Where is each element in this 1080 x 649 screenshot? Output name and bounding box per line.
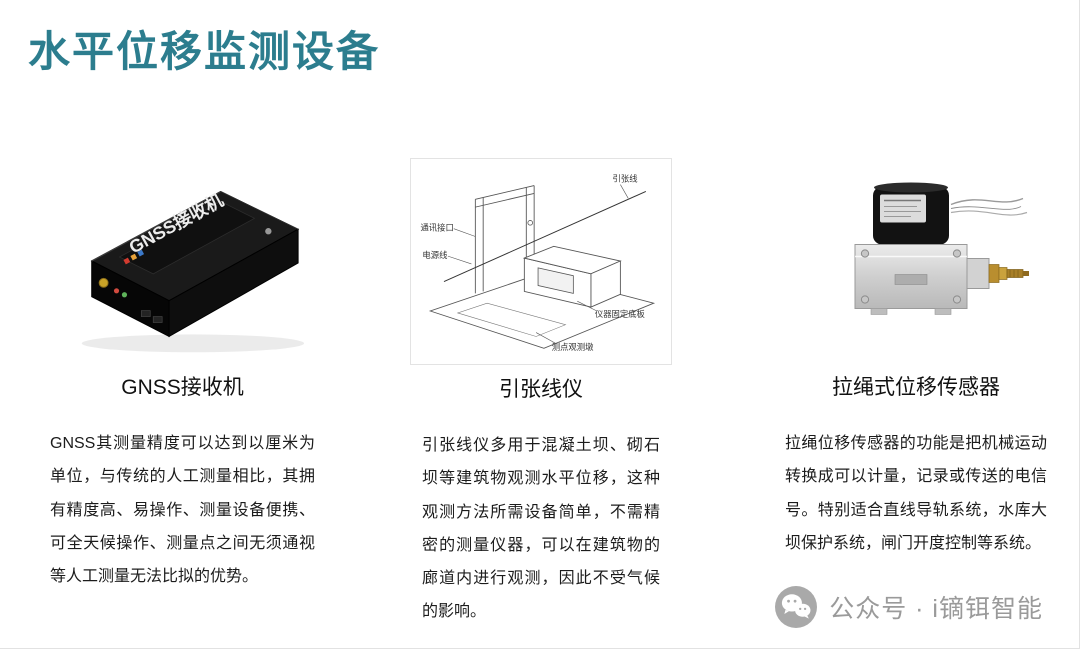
product-title-pull-wire: 拉绳式位移传感器 <box>832 376 1000 399</box>
diagram-label: 引张线 <box>613 173 639 183</box>
tension-wire-diagram: 通讯接口 电源线 引张线 仪器固定底板 测点观测墩 <box>420 173 656 352</box>
wechat-label: 公众号 · i镝铒智能 <box>829 595 1043 623</box>
product-card-gnss: GNSS接收机 GNSS接收机 GNSS其测量精度可以达到以厘米为单位，与传统的… <box>50 158 315 593</box>
product-description-gnss: GNSS其测量精度可以达到以厘米为单位，与传统的人工测量相比，其拥有精度高、易操… <box>50 435 315 586</box>
product-card-pull-wire: 拉绳式位移传感器 拉绳位移传感器的功能是把机械运动转换成可以计量，记录或传送的电… <box>785 158 1047 560</box>
diagram-label: 电源线 <box>422 250 448 260</box>
diagram-label: 测点观测墩 <box>552 342 594 352</box>
product-image-gnss: GNSS接收机 <box>50 158 315 363</box>
wechat-icon <box>775 586 818 628</box>
product-image-pull-wire <box>785 158 1047 363</box>
product-title-gnss: GNSS接收机 <box>121 376 244 399</box>
wechat-badge: 公众号 · i镝铒智能 <box>775 586 1043 628</box>
pull-wire-sensor-illustration <box>854 182 1029 315</box>
product-title-tension-wire: 引张线仪 <box>499 378 583 401</box>
product-card-tension-wire: 通讯接口 电源线 引张线 仪器固定底板 测点观测墩 引张线仪 引张线仪多用于混凝… <box>410 158 672 629</box>
product-description-pull-wire: 拉绳位移传感器的功能是把机械运动转换成可以计量，记录或传送的电信号。特别适合直线… <box>785 435 1047 552</box>
diagram-label: 通讯接口 <box>420 222 453 232</box>
gnss-device-illustration: GNSS接收机 <box>81 188 304 352</box>
diagram-label: 仪器固定底板 <box>595 308 646 318</box>
page-title: 水平位移监测设备 <box>28 28 381 75</box>
product-image-tension-wire: 通讯接口 电源线 引张线 仪器固定底板 测点观测墩 <box>410 158 672 365</box>
product-description-tension-wire: 引张线仪多用于混凝土坝、砌石坝等建筑物观测水平位移，这种观测方法所需设备简单，不… <box>422 437 660 621</box>
